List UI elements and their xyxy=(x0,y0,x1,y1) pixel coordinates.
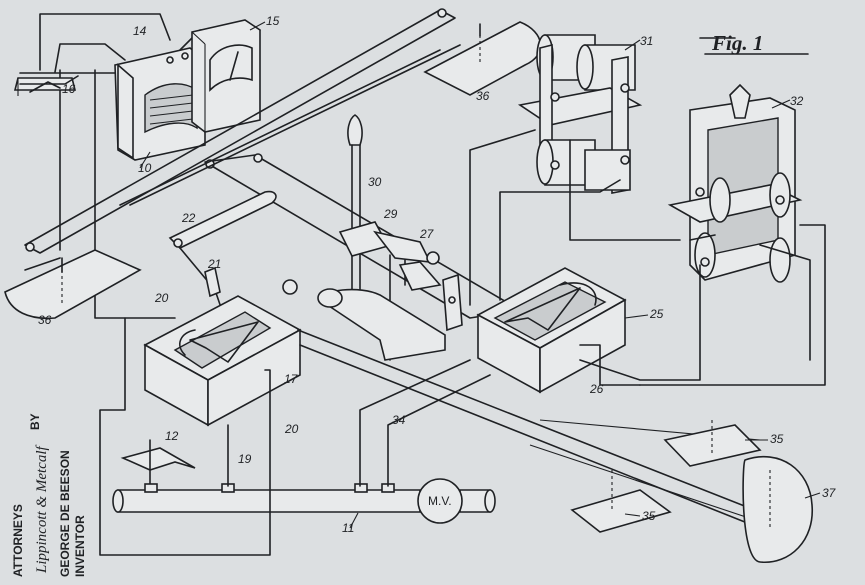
label-21: 21 xyxy=(207,257,221,271)
label-36-top: 36 xyxy=(476,89,490,103)
top-wiring xyxy=(19,13,261,319)
damper-35-bottom xyxy=(570,470,672,533)
label-25: 25 xyxy=(649,307,664,321)
damper-37 xyxy=(742,455,813,563)
label-37: 37 xyxy=(822,486,837,500)
unit-32 xyxy=(667,83,803,283)
attorneys-label: ATTORNEYS xyxy=(11,504,25,577)
inventor-name: GEORGE DE BEESON xyxy=(58,450,72,577)
damper-36-top xyxy=(423,21,542,96)
label-36-left: 36 xyxy=(38,313,52,327)
label-30: 30 xyxy=(368,175,382,189)
label-29: 29 xyxy=(383,207,398,221)
inventor-heading: INVENTOR xyxy=(73,515,87,577)
valve-label-mv: M.V. xyxy=(428,494,452,508)
label-26: 26 xyxy=(589,382,604,396)
label-20-top: 20 xyxy=(154,291,169,305)
damper-36-left xyxy=(4,249,142,320)
duct-lines xyxy=(297,329,781,533)
meter-15 xyxy=(191,19,261,133)
label-35-bottom: 35 xyxy=(642,509,656,523)
unit-wiring xyxy=(469,129,826,386)
thermostat-16 xyxy=(13,75,79,96)
label-22: 22 xyxy=(181,211,196,225)
unit-31 xyxy=(517,34,643,194)
label-14: 14 xyxy=(133,24,147,38)
label-12: 12 xyxy=(165,429,179,443)
damper-35-right xyxy=(663,420,762,467)
box-17 xyxy=(143,295,302,427)
reference-numerals: 14 15 16 10 36 36 31 32 30 29 27 22 21 2… xyxy=(38,14,837,535)
figure-title: Fig. 1 xyxy=(711,31,763,55)
label-32: 32 xyxy=(790,94,804,108)
attorney-signature: Lippincott & Metcalf xyxy=(34,445,50,574)
inventor-by: BY xyxy=(28,413,42,430)
box-25 xyxy=(476,267,627,394)
label-10: 10 xyxy=(138,161,152,175)
label-31: 31 xyxy=(640,34,653,48)
label-15: 15 xyxy=(266,14,280,28)
instrument-10 xyxy=(114,47,206,161)
inventor-block: INVENTOR GEORGE DE BEESON BY Lippincott … xyxy=(11,413,87,577)
label-17: 17 xyxy=(284,372,299,386)
label-35-right: 35 xyxy=(770,432,784,446)
label-20-bottom: 20 xyxy=(284,422,299,436)
control-assembly-30 xyxy=(282,114,463,361)
linkage-bars xyxy=(24,8,521,319)
leader-lines xyxy=(139,21,821,529)
thermostat-12 xyxy=(120,439,196,493)
label-27: 27 xyxy=(419,227,435,241)
pipe-11 xyxy=(112,478,496,524)
label-19: 19 xyxy=(238,452,252,466)
label-34: 34 xyxy=(392,413,406,427)
label-16: 16 xyxy=(62,82,76,96)
